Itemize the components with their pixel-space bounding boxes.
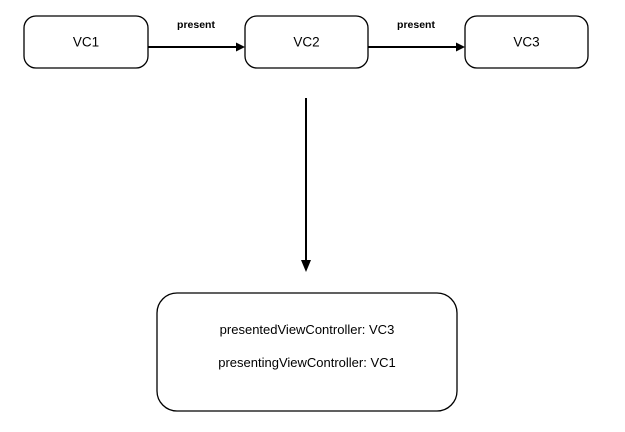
edge-vc2-to-vc3-arrowhead <box>456 42 465 52</box>
node-vc3-label: VC3 <box>513 35 539 50</box>
edge-vc1-to-vc2: present <box>148 19 245 52</box>
info-box-line-presenting: presentingViewController: VC1 <box>218 355 396 370</box>
edge-vc1-to-vc2-arrowhead <box>236 42 245 52</box>
node-vc2-shape <box>244 15 369 69</box>
node-vc3-shape <box>464 15 589 69</box>
node-vc1-label: VC1 <box>73 35 99 50</box>
info-box-shape <box>156 292 458 412</box>
edge-vc2-to-vc3-label: present <box>397 19 435 31</box>
info-box[interactable]: presentedViewController: VC3 presentingV… <box>156 292 458 412</box>
node-vc2-label: VC2 <box>293 35 319 50</box>
edge-vc1-to-vc2-label: present <box>177 19 215 31</box>
edge-vc2-to-vc3: present <box>368 19 465 52</box>
node-vc1[interactable]: VC1 <box>23 15 149 69</box>
node-vc3[interactable]: VC3 <box>464 15 589 69</box>
edge-vc2-to-info-arrowhead <box>301 260 311 272</box>
edge-vc2-to-info <box>301 98 311 272</box>
info-box-line-presented: presentedViewController: VC3 <box>220 322 395 337</box>
node-vc1-shape <box>23 15 149 69</box>
node-vc2[interactable]: VC2 <box>244 15 369 69</box>
